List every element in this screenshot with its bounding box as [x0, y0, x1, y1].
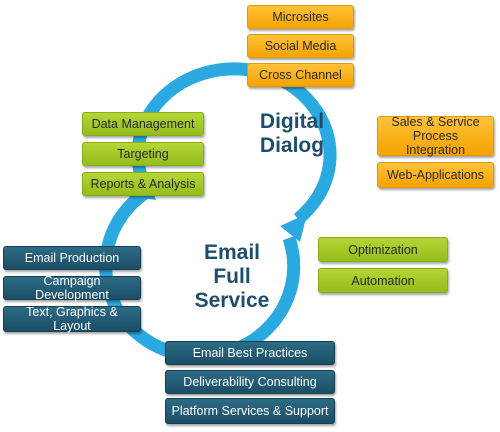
digital-dialog-title: Digital Dialog	[244, 110, 340, 158]
automation-box: Automation	[318, 268, 448, 293]
web-applications-box: Web-Applications	[377, 162, 494, 188]
cross-channel-box: Cross Channel	[247, 63, 354, 87]
email-production-box: Email Production	[3, 246, 141, 270]
digital-dialog-title-line-1: Digital	[259, 110, 325, 133]
digital-dialog-arrowhead	[280, 214, 307, 242]
targeting-box: Targeting	[82, 142, 204, 166]
platform-services-support-box: Platform Services & Support	[165, 398, 335, 424]
sales-service-process-box: Sales & Service Process Integration	[377, 115, 494, 157]
text-graphics-layout-box: Text, Graphics & Layout	[3, 305, 141, 333]
reports-analysis-box: Reports & Analysis	[82, 172, 204, 196]
email-title-line-2: Full	[213, 265, 251, 288]
campaign-development-box: Campaign Development	[3, 274, 141, 302]
optimization-box: Optimization	[318, 237, 448, 262]
deliverability-consulting-box: Deliverability Consulting	[165, 370, 335, 394]
social-media-box: Social Media	[247, 34, 354, 58]
email-full-service-title: Email Full Service	[182, 241, 282, 313]
email-title-line-1: Email	[203, 241, 261, 264]
microsites-box: Microsites	[247, 5, 354, 29]
data-management-box: Data Management	[82, 112, 204, 136]
email-best-practices-box: Email Best Practices	[165, 341, 335, 365]
digital-dialog-title-line-2: Dialog	[259, 134, 325, 157]
email-title-line-3: Service	[194, 289, 270, 312]
